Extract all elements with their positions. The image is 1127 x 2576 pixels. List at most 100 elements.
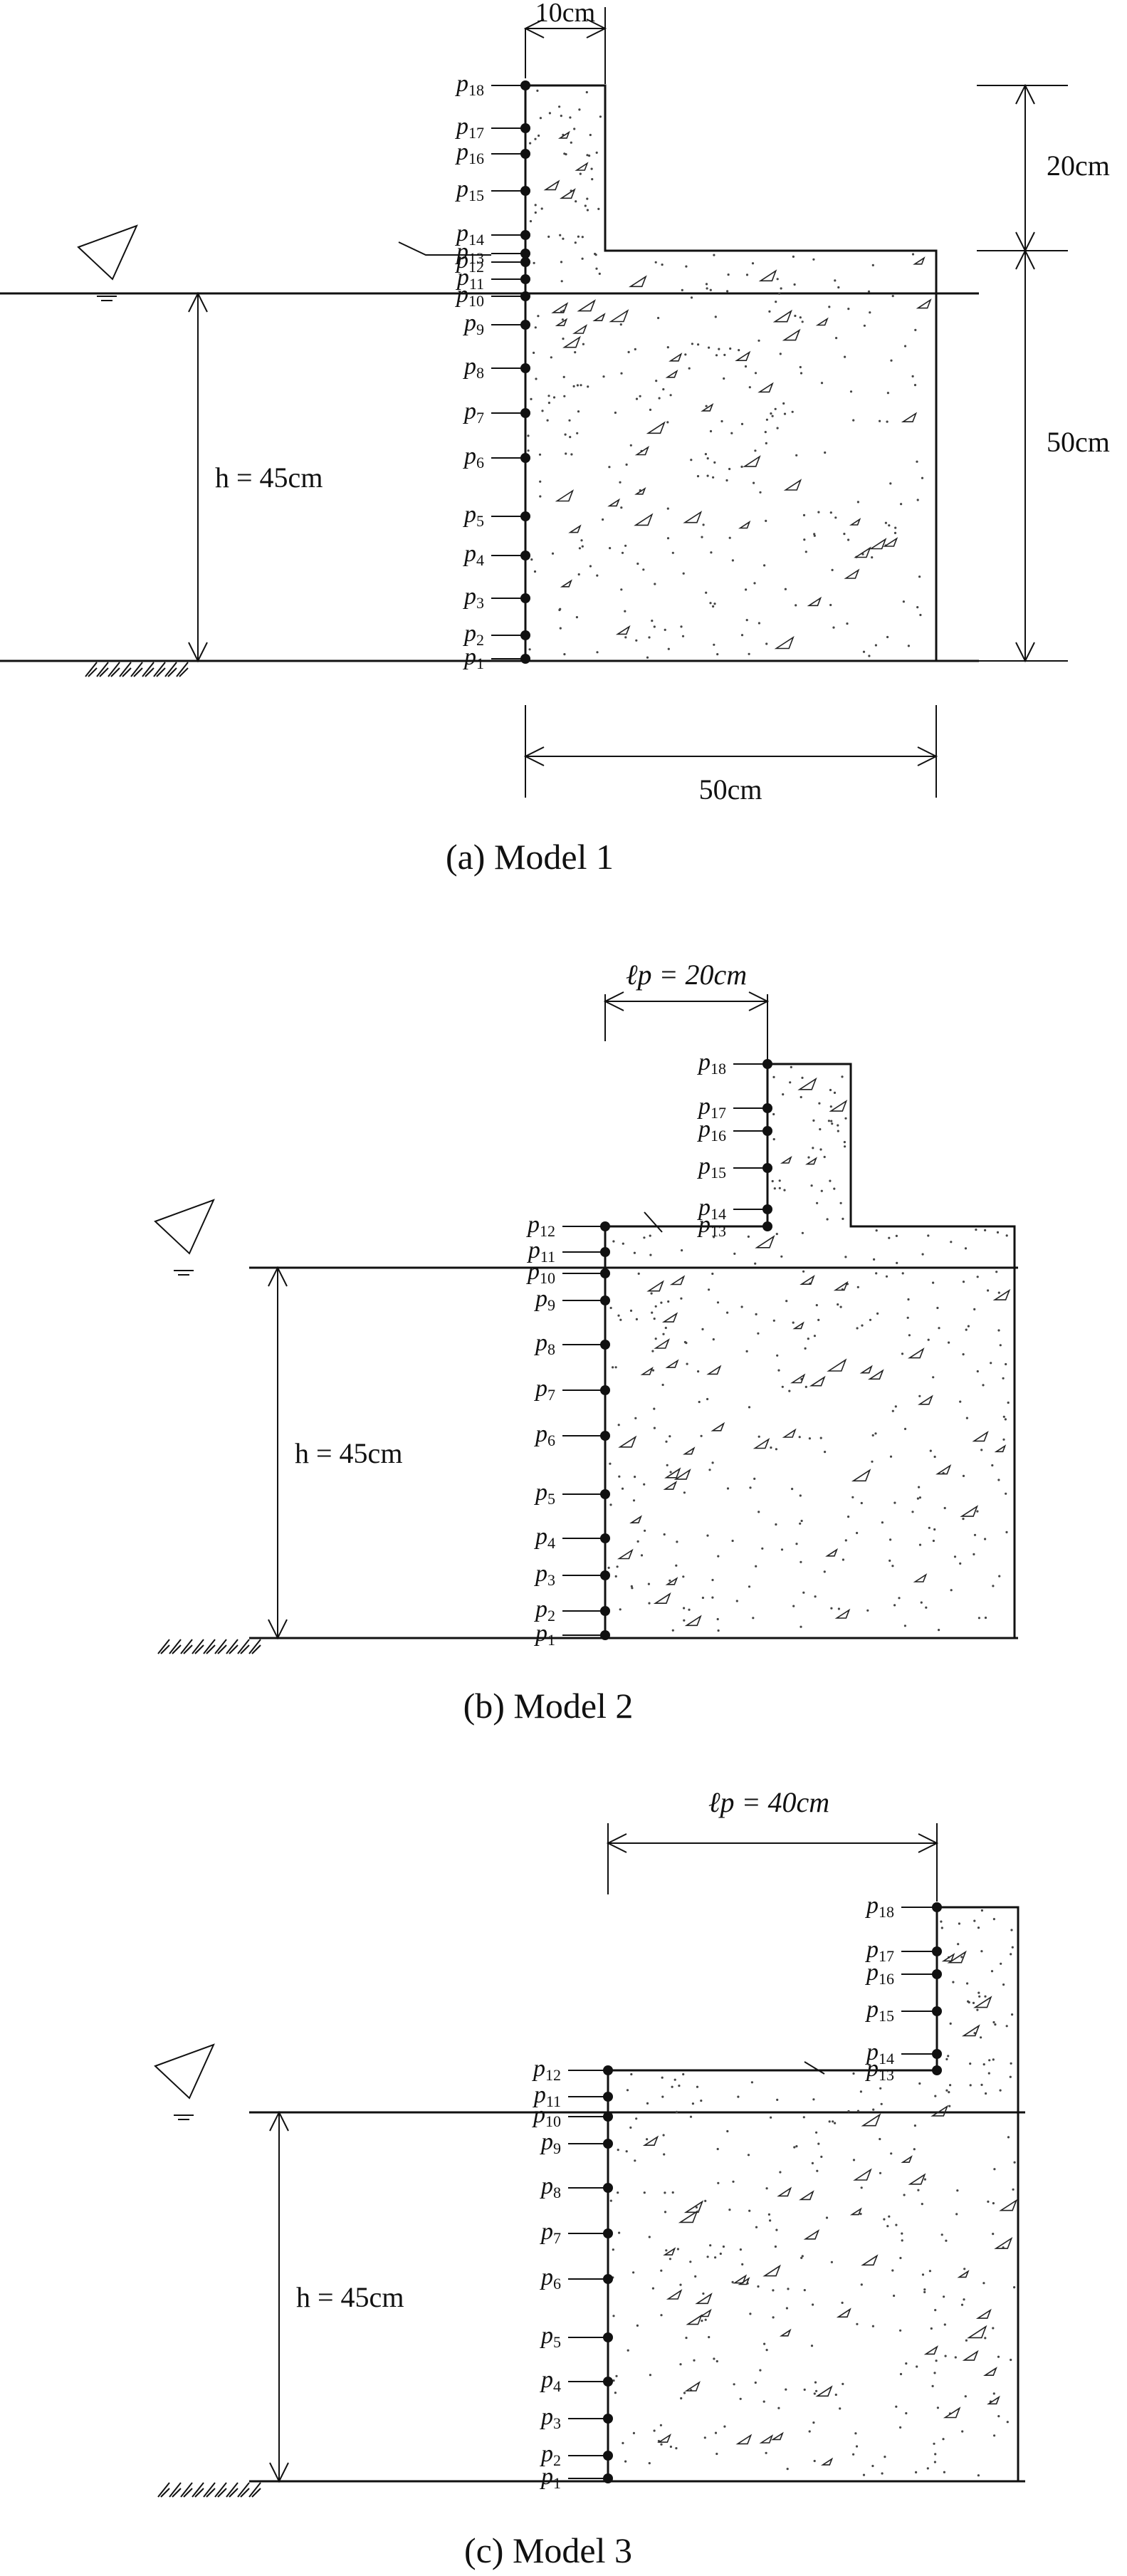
ground-hatch-icon (85, 662, 189, 677)
texture-speck (666, 1464, 669, 1466)
point-label-letter: p (463, 353, 476, 380)
point-label-letter: p (534, 1479, 547, 1506)
texture-speck (886, 420, 889, 423)
texture-speck (792, 1321, 795, 1324)
point-label-number: 14 (711, 1205, 726, 1223)
texture-speck (680, 1297, 683, 1300)
texture-speck (701, 536, 703, 538)
point-label-letter: p (527, 1237, 540, 1263)
hatch-stroke (180, 1639, 193, 1654)
texture-speck (629, 1309, 633, 1312)
texture-speck (901, 1352, 904, 1355)
gauge-dot (600, 1630, 610, 1640)
texture-speck (609, 2199, 612, 2202)
point-label-letter: p (697, 1116, 711, 1142)
texture-speck (682, 1575, 685, 1578)
texture-speck (681, 635, 685, 637)
texture-speck (776, 1354, 779, 1357)
point-label-letter: p (455, 71, 468, 97)
depth-label: h = 45cm (295, 1437, 402, 1469)
texture-speck (816, 1201, 819, 1204)
texture-speck (921, 1253, 924, 1256)
texture-speck (837, 1124, 839, 1127)
texture-speck (997, 2415, 1000, 2418)
texture-aggregate-icon (923, 2345, 938, 2355)
texture-speck (802, 1591, 805, 1594)
texture-speck (726, 1487, 730, 1490)
texture-speck (984, 1616, 987, 1620)
texture-speck (837, 1303, 839, 1306)
texture-speck (759, 2369, 762, 2372)
texture-speck (795, 2145, 798, 2148)
texture-speck (914, 328, 917, 331)
texture-speck (965, 2339, 968, 2342)
texture-speck (812, 2303, 814, 2306)
texture-speck (713, 1236, 715, 1239)
texture-speck (558, 105, 561, 108)
point-label: p10 (526, 1258, 555, 1287)
texture-speck (765, 519, 767, 523)
texture-speck (772, 1075, 775, 1078)
texture-speck (759, 491, 762, 494)
texture-speck (586, 154, 589, 157)
texture-aggregate-icon (947, 1950, 967, 1964)
texture-aggregate-icon (618, 1435, 637, 1448)
point-label-letter: p (540, 2218, 553, 2245)
point-label-number: 12 (545, 2066, 561, 2084)
hatch-stroke (229, 2488, 238, 2498)
texture-speck (832, 2120, 834, 2123)
texture-speck (582, 343, 585, 345)
point-label: p3 (534, 1560, 555, 1589)
point-label-letter: p (534, 1286, 547, 1312)
texture-speck (632, 2271, 635, 2274)
gauge-dot (600, 1385, 610, 1395)
texture-speck (950, 1589, 953, 1592)
texture-speck (550, 356, 552, 359)
texture-aggregate-icon (967, 2325, 987, 2339)
texture-speck (539, 480, 542, 483)
depth-label: h = 45cm (215, 462, 323, 494)
texture-speck (795, 1543, 798, 1545)
texture-speck (653, 625, 656, 628)
texture-speck (913, 384, 917, 387)
texture-speck (982, 2282, 985, 2285)
point-label: p5 (540, 2322, 561, 2351)
texture-speck (943, 1506, 946, 1510)
texture-speck (713, 643, 715, 646)
texture-speck (874, 1432, 877, 1435)
texture-speck (851, 1496, 854, 1498)
point-label: p9 (540, 2129, 561, 2157)
texture-speck (801, 2255, 804, 2258)
texture-speck (1009, 2075, 1012, 2078)
texture-speck (990, 1362, 992, 1365)
point-label: p12 (455, 247, 484, 276)
texture-speck (774, 2245, 777, 2248)
hatch-stroke (153, 662, 166, 677)
texture-speck (942, 2438, 945, 2441)
gauge-dot (520, 123, 530, 133)
texture-speck (770, 1446, 772, 1449)
texture-aggregate-icon (738, 520, 751, 529)
texture-aggregate-icon (779, 2328, 792, 2337)
texture-speck (732, 2180, 735, 2183)
water-level-icon (77, 224, 138, 301)
texture-speck (715, 2359, 718, 2363)
texture-speck (740, 465, 743, 469)
texture-speck (844, 1539, 847, 1542)
point-label: p15 (865, 1996, 894, 2025)
texture-speck (708, 2336, 711, 2339)
texture-speck (569, 436, 572, 439)
point-label-number: 13 (879, 2066, 894, 2084)
texture-speck (900, 503, 903, 506)
texture-speck (982, 2063, 985, 2066)
texture-speck (817, 511, 820, 513)
texture-speck (720, 419, 723, 423)
texture-speck (634, 1476, 636, 1479)
texture-speck (684, 353, 687, 356)
texture-speck (1010, 2358, 1012, 2362)
bottom-width-label: 50cm (699, 773, 762, 805)
water-level-triangle (154, 1199, 215, 1255)
texture-speck (795, 454, 798, 457)
texture-speck (740, 634, 744, 637)
